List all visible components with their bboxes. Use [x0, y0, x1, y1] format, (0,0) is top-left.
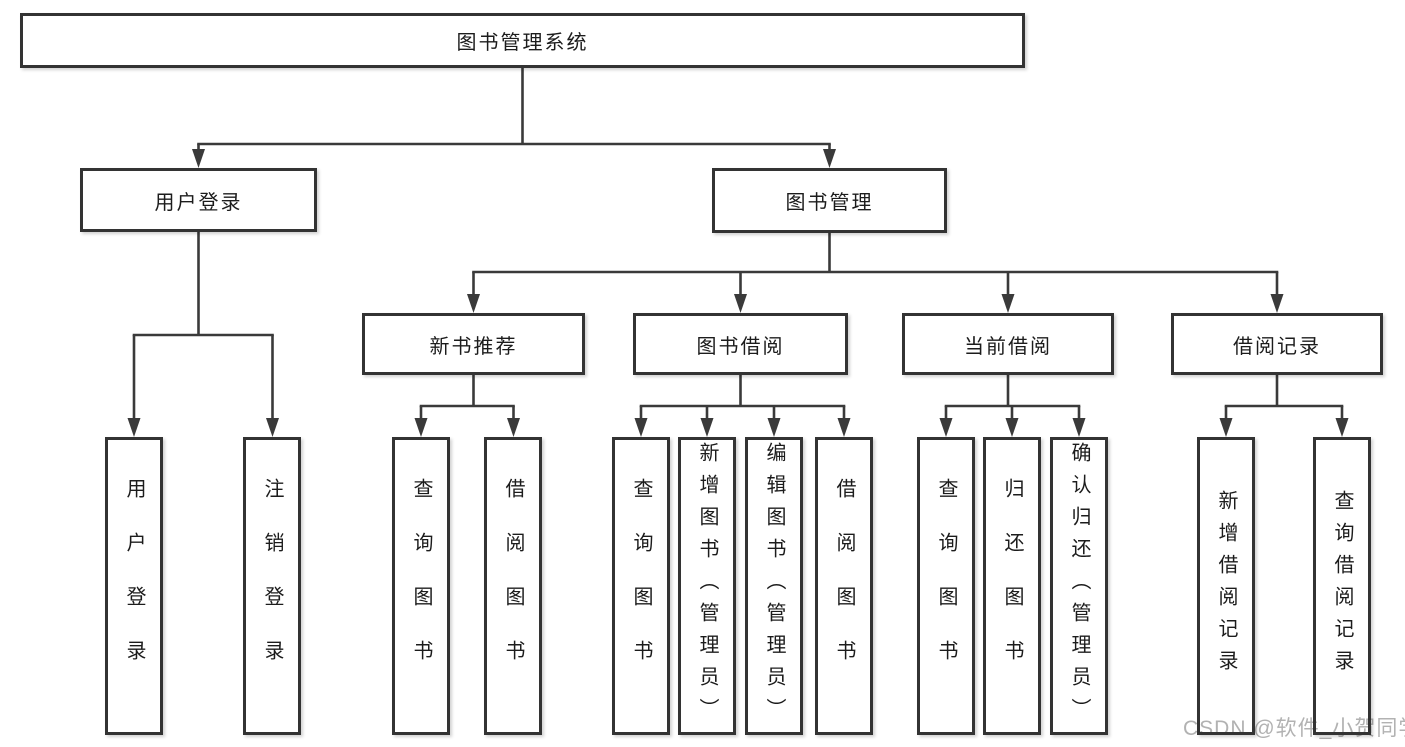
leaf-borrow-books: 借阅图书	[815, 437, 873, 735]
leaf-query-books-current: 查询图书	[917, 437, 975, 735]
connector-root-to-level2	[192, 68, 836, 168]
node-root: 图书管理系统	[20, 13, 1025, 68]
node-book-borrowing: 图书借阅	[633, 313, 848, 375]
leaf-query-borrowing-record: 查询借阅记录	[1313, 437, 1371, 735]
leaf-confirm-return-admin: 确认归还（管理员）	[1050, 437, 1108, 735]
node-current-borrowing: 当前借阅	[902, 313, 1114, 375]
leaf-add-borrowing-record: 新增借阅记录	[1197, 437, 1255, 735]
node-user-login: 用户登录	[80, 168, 317, 232]
node-new-book-recommendation: 新书推荐	[362, 313, 585, 375]
leaf-return-books: 归还图书	[983, 437, 1041, 735]
node-borrowing-records: 借阅记录	[1171, 313, 1383, 375]
leaf-user-login: 用户登录	[105, 437, 163, 735]
leaf-borrow-books-recommend: 借阅图书	[484, 437, 542, 735]
connector-book-management-children	[467, 233, 1284, 313]
leaf-query-books-borrowing: 查询图书	[612, 437, 670, 735]
connector-borrowing-records-children	[1219, 375, 1349, 437]
node-book-management: 图书管理	[712, 168, 947, 233]
connector-new-book-children	[414, 375, 520, 437]
connector-user-login-children	[127, 232, 279, 437]
leaf-query-books-recommend: 查询图书	[392, 437, 450, 735]
leaf-logout-login: 注销登录	[243, 437, 301, 735]
leaf-add-books-admin: 新增图书（管理员）	[678, 437, 736, 735]
connector-book-borrowing-children	[634, 375, 851, 437]
leaf-edit-books-admin: 编辑图书（管理员）	[745, 437, 803, 735]
connector-current-borrowing-children	[939, 375, 1086, 437]
